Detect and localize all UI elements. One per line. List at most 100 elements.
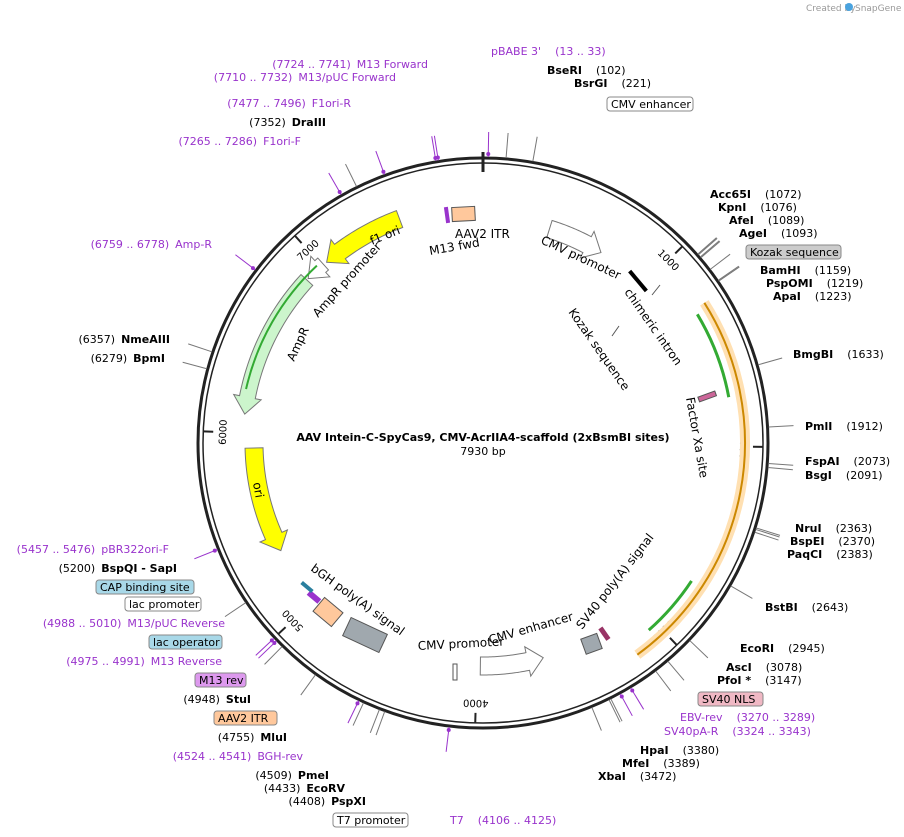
feature-arrow-f1-ori <box>326 209 404 265</box>
feature-arrows <box>232 209 602 678</box>
label-pmli: PmlI(1912) <box>805 420 883 433</box>
leader-bsgi <box>767 467 793 471</box>
chimeric-intron-marker <box>628 269 648 293</box>
leader-nrui <box>755 527 781 536</box>
leader-hpai <box>610 698 623 722</box>
primer-site-f1ori-r <box>381 169 386 174</box>
label-t7: T7(4106 .. 4125) <box>449 814 556 827</box>
box-sv40-nls-bg <box>697 691 764 707</box>
leader-ecori <box>689 640 709 659</box>
label-bsrgi: BsrGI(221) <box>574 77 651 90</box>
leader-bseri <box>505 132 509 158</box>
right-site-labels: pBABE 3'(13 .. 33) BseRI(102) BsrGI(221)… <box>491 45 890 783</box>
leader-bstbi <box>730 585 753 599</box>
leader-xbai <box>591 707 602 731</box>
primer-site-amp-r <box>250 266 255 271</box>
label-hpai: HpaI(3380) <box>640 744 719 757</box>
primer-site-bgh-rev <box>355 701 360 706</box>
primer-site-f1ori-f <box>337 190 342 195</box>
tick-mark-5000 <box>277 626 287 635</box>
leader-bamhi <box>709 253 731 270</box>
label-amp-r: (6759 .. 6778)Amp-R <box>91 238 213 251</box>
inner-label-kozak: Kozak sequence <box>566 306 633 393</box>
feature-arrow-cmv-promoter <box>546 219 602 259</box>
label-apai: ApaI(1223) <box>773 290 851 303</box>
box-lac-promoter-text: lac promoter <box>129 598 200 611</box>
label-m13-reverse: (4975 .. 4991)M13 Reverse <box>66 655 222 668</box>
box-cap-bg <box>95 579 195 595</box>
leader-paqci <box>754 531 779 541</box>
box-t7-promoter: T7 promoter <box>332 812 409 828</box>
credit-prefix: Created by <box>806 4 856 14</box>
box-m13-rev-text: M13 rev <box>199 674 244 687</box>
label-asci: AscI(3078) <box>726 661 802 674</box>
kozak-inner-tick <box>611 325 620 337</box>
label-pbr322ori-f: (5457 .. 5476)pBR322ori-F <box>17 543 169 556</box>
box-lac-operator: lac operator <box>148 634 223 650</box>
feature-arrow-ori <box>244 447 289 552</box>
sv40-nls-marker <box>598 626 611 641</box>
primer-site-m13-puc-reverse <box>269 638 274 643</box>
box-kozak-sequence: Kozak sequence <box>745 244 842 260</box>
leader-fspai <box>768 462 794 466</box>
label-ecorv: (4433)EcoRV <box>264 782 346 795</box>
label-pbabe3: pBABE 3'(13 .. 33) <box>491 45 606 58</box>
leader-pspomi <box>717 265 740 281</box>
leader-pfoi- <box>655 670 672 692</box>
label-bmgbi: BmgBI(1633) <box>793 348 884 361</box>
leader-apai <box>718 266 740 282</box>
inner-label-sv40-polya: SV40 poly(A) signal <box>573 531 656 632</box>
primer-site-t7 <box>446 727 451 732</box>
inner-label-factor-xa: Factor Xa site <box>683 396 711 479</box>
tick-mark-1000 <box>674 245 684 255</box>
map-center-title: AAV Intein-C-SpyCas9, CMV-AcrIIA4-scaffo… <box>296 431 669 458</box>
ampr-green-arc <box>245 264 318 390</box>
label-bamhi: BamHI(1159) <box>760 264 851 277</box>
small-features <box>300 205 718 681</box>
box-cmv-enhancer-bg <box>606 96 694 112</box>
tick-mark-3000 <box>669 637 678 646</box>
label-draiii: (7352)DraIII <box>249 116 326 129</box>
box-sv40-nls: SV40 NLS <box>697 691 764 707</box>
label-m13-puc-reverse: (4988 .. 5010)M13/pUC Reverse <box>43 617 225 630</box>
credit-app: SnapGene <box>855 4 902 14</box>
label-kpni: KpnI(1076) <box>718 201 797 214</box>
snapgene-credit: Created by SnapGene <box>806 3 902 14</box>
box-lac-promoter-bg <box>124 596 202 612</box>
leader-pmei <box>352 702 364 726</box>
label-pfoi: PfoI *(3147) <box>717 674 802 687</box>
feature-arrow-ampr <box>232 273 314 415</box>
label-afei: AfeI(1089) <box>729 214 804 227</box>
label-acc65i: Acc65I(1072) <box>710 188 802 201</box>
box-cmv-enhancer-text: CMV enhancer <box>611 98 691 111</box>
sv40-polya-block <box>580 632 603 655</box>
leader-ecorv <box>369 709 380 734</box>
leader-stui <box>264 646 283 665</box>
green-arc-bottom <box>647 580 693 632</box>
label-paqci: PaqCI(2383) <box>787 548 873 561</box>
tick-mark-7000 <box>294 234 303 244</box>
primer-site-pbabe-3- <box>486 152 491 157</box>
label-pspomi: PspOMI(1219) <box>766 277 863 290</box>
label-ecori: EcoRI(2945) <box>740 642 825 655</box>
green-arc-top <box>696 313 731 398</box>
label-bspqi-sapi: (5200)BspQI - SapI <box>59 562 177 575</box>
primer-site-m13-reverse <box>272 640 277 645</box>
cmv-promoter-small-block <box>452 663 458 681</box>
box-t7-promoter-text: T7 promoter <box>336 814 406 827</box>
m13-rev-marker <box>306 590 322 604</box>
plasmid-name: AAV Intein-C-SpyCas9, CMV-AcrIIA4-scaffo… <box>296 431 669 444</box>
box-cmv-enhancer: CMV enhancer <box>606 96 694 112</box>
box-cap-text: CAP binding site <box>100 581 190 594</box>
label-nmeaiii: (6357)NmeAIII <box>79 333 171 346</box>
leader-asci <box>667 660 685 681</box>
outer-feature-arcs <box>245 264 750 659</box>
primer-site-sv40pa-r <box>619 694 624 699</box>
label-nrui: NruI(2363) <box>795 522 872 535</box>
label-bgh-rev: (4524 .. 4541)BGH-rev <box>173 750 304 763</box>
leader-draiii <box>345 163 358 187</box>
leader-afei <box>699 240 720 258</box>
label-stui: (4948)StuI <box>183 693 251 706</box>
label-leaders <box>182 132 794 752</box>
boxed-feature-labels: CMV enhancer Kozak sequence SV40 NLS CAP… <box>95 96 842 828</box>
